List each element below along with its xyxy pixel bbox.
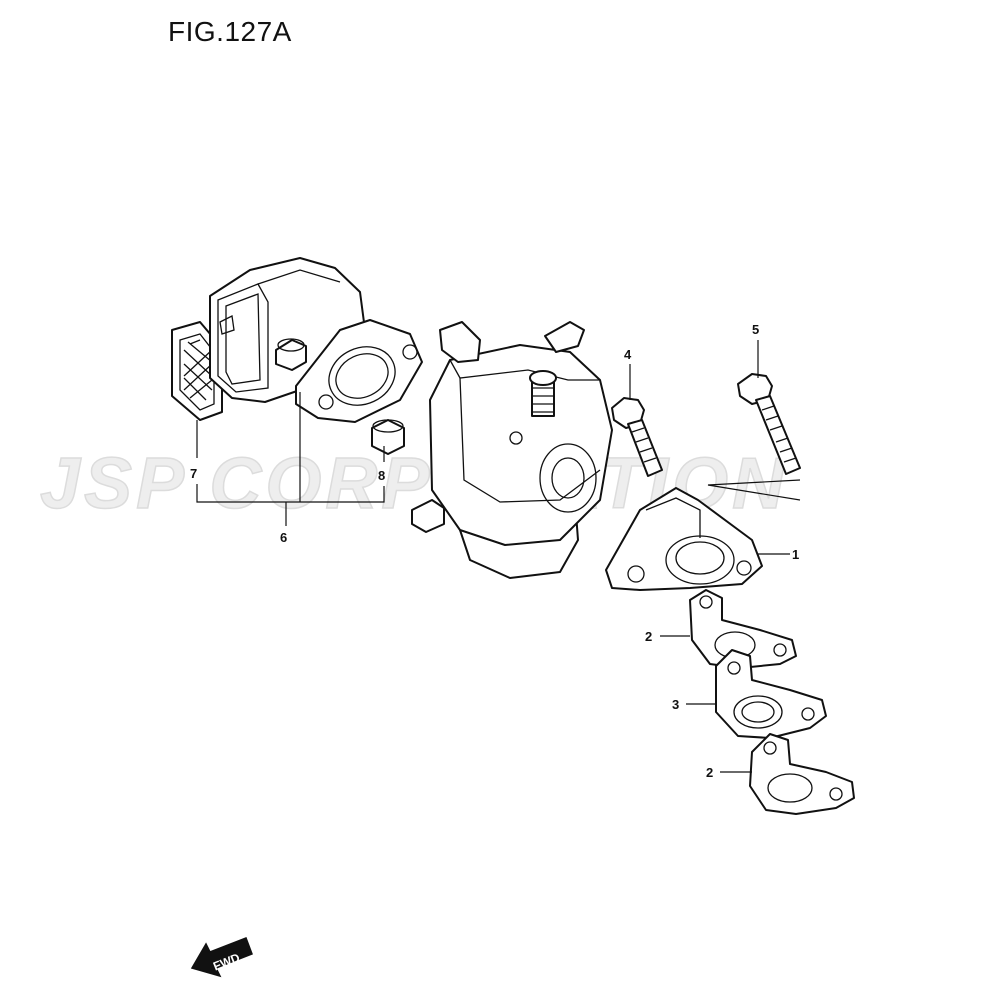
callout-1: 1 bbox=[792, 547, 799, 562]
insertion-guide-line bbox=[707, 479, 801, 501]
leader-6-stem bbox=[285, 392, 301, 526]
carburetor-assembly bbox=[411, 321, 613, 579]
part-4-bolt bbox=[611, 397, 663, 477]
part-5-bolt bbox=[737, 373, 801, 475]
callout-2-upper: 2 bbox=[645, 629, 652, 644]
callout-2-lower: 2 bbox=[706, 765, 713, 780]
callout-7: 7 bbox=[190, 466, 197, 481]
callout-3: 3 bbox=[672, 697, 679, 712]
callout-8: 8 bbox=[378, 468, 385, 483]
callout-6: 6 bbox=[280, 530, 287, 545]
figure-title: FIG.127A bbox=[168, 16, 292, 47]
part-2-gasket-upper bbox=[689, 589, 797, 669]
callout-5: 5 bbox=[752, 322, 759, 337]
callout-4: 4 bbox=[624, 347, 632, 362]
part-2-gasket-lower bbox=[749, 733, 855, 815]
leader-lines bbox=[196, 340, 790, 773]
part-8-bushing bbox=[371, 419, 405, 455]
fwd-direction-arrow: FWD bbox=[190, 937, 253, 978]
part-1-insulator bbox=[605, 487, 763, 591]
leader-6-bracket bbox=[196, 420, 385, 503]
part-6-intake-housing bbox=[209, 257, 423, 423]
part-3-spacer bbox=[715, 649, 827, 739]
